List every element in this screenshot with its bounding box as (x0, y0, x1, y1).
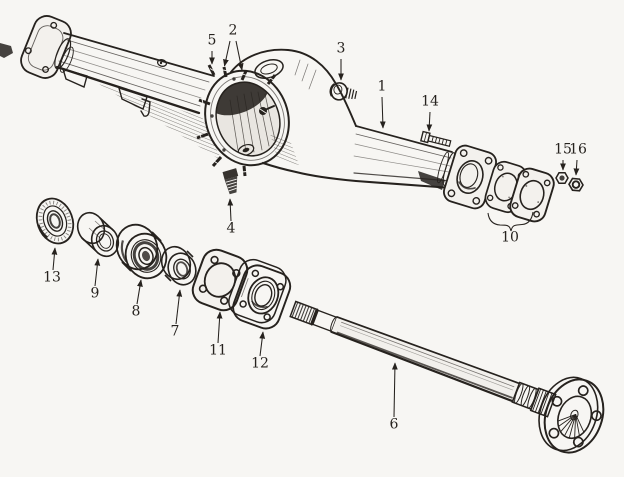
callout-label-10: 10 (501, 230, 519, 246)
leader-12 (259, 331, 266, 357)
callout-label-11: 11 (209, 343, 227, 359)
callout-label-4: 4 (227, 221, 236, 237)
part-5-stud (207, 64, 216, 76)
leader-8 (136, 279, 143, 305)
part-4-drain-plug (222, 168, 239, 195)
leader-7 (175, 289, 183, 325)
shading-hatch (270, 133, 299, 165)
leader-4 (227, 198, 234, 222)
part-8-wheel-bearing (115, 223, 168, 280)
callout-labels: 1 2 3 4 5 6 7 8 9 10 11 12 13 14 15 16 (43, 23, 587, 433)
callout-label-13: 13 (43, 270, 61, 286)
leader-1 (379, 96, 386, 129)
part-15-nut (555, 172, 569, 184)
leader-2a (223, 40, 231, 67)
part-10-shim-gaskets (484, 160, 555, 223)
callout-label-3: 3 (337, 41, 346, 57)
leader-6 (391, 362, 398, 418)
leader-9 (94, 258, 101, 287)
leader-14 (426, 111, 433, 132)
part-11-gasket (191, 248, 249, 312)
leader-13 (51, 247, 58, 271)
part-14-bolt (419, 130, 452, 147)
part-7-bearing-collar (160, 245, 197, 286)
callout-label-1: 1 (378, 79, 387, 95)
callout-label-12: 12 (251, 356, 269, 372)
callout-leaders (51, 40, 580, 418)
part-6-axle-shaft (289, 300, 605, 454)
part-1-axle-housing (20, 15, 497, 210)
callout-label-14: 14 (421, 94, 439, 110)
part-2-studs (222, 66, 248, 81)
callout-label-2: 2 (229, 23, 238, 39)
leader-16 (573, 159, 580, 176)
scan-artifact (0, 43, 13, 58)
part-12-bearing-retainer (228, 258, 292, 330)
leader-2b (235, 40, 244, 71)
callout-label-5: 5 (208, 33, 217, 49)
part-13-oil-seal (35, 197, 75, 245)
brace-10 (487, 211, 534, 232)
callout-label-9: 9 (91, 286, 100, 302)
callout-label-7: 7 (171, 324, 180, 340)
callout-label-8: 8 (132, 304, 141, 320)
callout-label-6: 6 (390, 417, 399, 433)
shading-hatch (99, 84, 222, 161)
leader-11 (216, 311, 223, 344)
callout-label-15: 15 (554, 142, 572, 158)
part-3-filler-plug (329, 82, 358, 101)
part-9-spacer (76, 211, 120, 258)
callout-label-16: 16 (569, 142, 587, 158)
tube-bracket (418, 171, 445, 190)
ring-studs (196, 74, 277, 177)
part-16-nut (568, 177, 584, 192)
